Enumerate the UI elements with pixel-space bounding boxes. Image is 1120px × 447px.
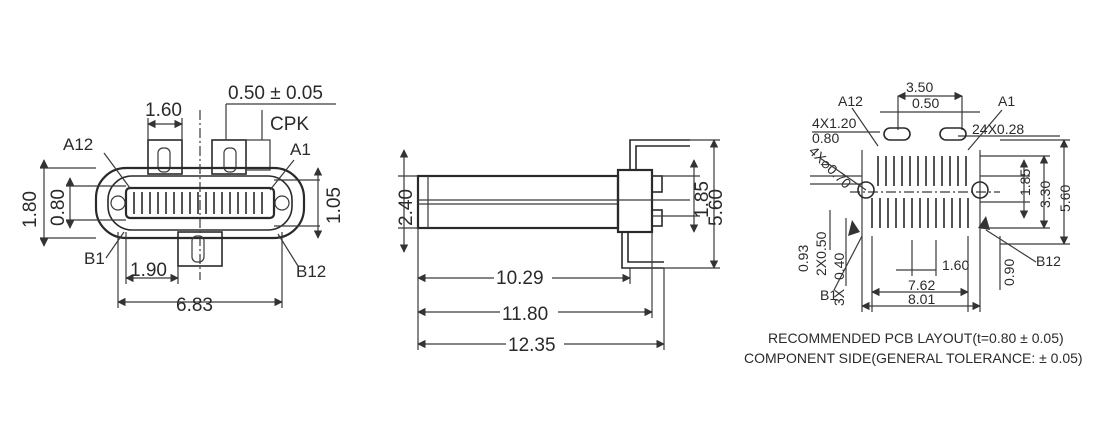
- connector-shell-inner: [107, 175, 293, 231]
- front-label-a12: A12: [63, 135, 93, 154]
- dim-12-35: 12.35: [508, 335, 556, 356]
- pcb-label-a1: A1: [998, 93, 1015, 109]
- pcb-dim-3-50: 3.50: [906, 79, 933, 95]
- pcb-dim-3x: 3X: [831, 288, 847, 306]
- pcb-dim-0-93: 0.93: [795, 245, 811, 272]
- pcb-dim-4x1-20: 4X1.20: [812, 115, 857, 131]
- dim-1-90: 1.90: [130, 260, 167, 281]
- pcb-dim-0-40: 0.40: [831, 253, 847, 280]
- mount-hole-left: [857, 181, 875, 199]
- dim-1-05: 1.05: [324, 187, 345, 224]
- pcb-dim-3-30: 3.30: [1037, 181, 1053, 208]
- rear-housing: [616, 168, 654, 234]
- pcb-dim-0-50: 0.50: [912, 95, 939, 111]
- dim-1-80: 1.80: [20, 191, 41, 228]
- front-label-b12: B12: [296, 262, 326, 281]
- dim-2-40: 2.40: [396, 189, 417, 226]
- dim-1-60: 1.60: [145, 100, 182, 121]
- dim-6-83: 6.83: [176, 295, 213, 316]
- top-tab-left: [147, 139, 183, 175]
- pcb-dim-5-60: 5.60: [1057, 185, 1073, 212]
- slot-pad-top-right: [939, 127, 967, 141]
- front-label-b1: B1: [84, 249, 105, 268]
- pcb-label-b12: B12: [1036, 253, 1061, 269]
- pcb-dim-1-85: 1.85: [1017, 169, 1033, 196]
- dim-10-29: 10.29: [496, 268, 544, 289]
- mount-hole-right: [971, 181, 989, 199]
- pcb-layout-view: 3.50 0.50 A12 A1 4X1.20 0.80 24X0.28: [744, 79, 1083, 366]
- dim-cpk: CPK: [270, 114, 309, 135]
- front-label-a1: A1: [290, 140, 311, 159]
- dim-11-80: 11.80: [502, 304, 548, 325]
- pcb-note-line-1: RECOMMENDED PCB LAYOUT(t=0.80 ± 0.05): [768, 330, 1064, 346]
- side-view: 2.40 1.85 5.60 10.29 11.80 12.35: [396, 139, 727, 356]
- pcb-label-b1: B1: [820, 287, 837, 303]
- front-view: 1.60 0.50 ± 0.05 CPK A12 A1 1.80 0.80 1.…: [20, 83, 345, 316]
- connector-body: [416, 174, 620, 230]
- pad-row-top: [877, 156, 967, 186]
- pcb-dim-7-62: 7.62: [908, 277, 935, 293]
- pcb-dim-0-90: 0.90: [1001, 259, 1017, 286]
- front-contacts: [133, 192, 263, 214]
- dim-5-60-side: 5.60: [706, 189, 727, 226]
- pcb-dim-8-01: 8.01: [908, 291, 935, 307]
- dim-0-50-tol: 0.50 ± 0.05: [228, 83, 323, 104]
- pcb-dim-0-80: 0.80: [812, 130, 839, 146]
- slot-pad-top-left: [883, 127, 911, 141]
- pcb-dim-1-60: 1.60: [942, 257, 969, 273]
- pad-row-bottom: [871, 198, 969, 228]
- pcb-dim-2x0-50: 2X0.50: [813, 231, 829, 276]
- pcb-note-line-2: COMPONENT SIDE(GENERAL TOLERANCE: ± 0.05…: [744, 350, 1083, 366]
- dim-0-80: 0.80: [48, 189, 69, 226]
- pcb-label-a12: A12: [838, 93, 863, 109]
- dim-1-85-side: 1.85: [692, 181, 713, 218]
- pcb-dim-24x0-28: 24X0.28: [972, 121, 1024, 137]
